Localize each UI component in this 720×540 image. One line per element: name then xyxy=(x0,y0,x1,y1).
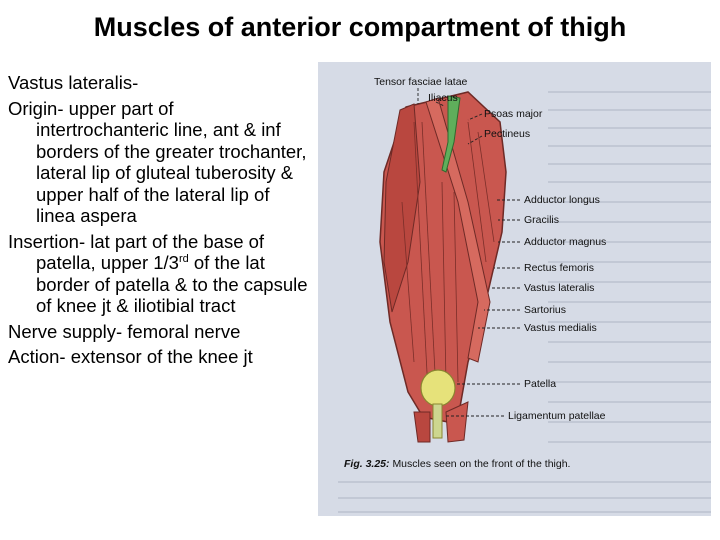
label-adductor-longus: Adductor longus xyxy=(524,194,600,206)
action-text: Action- extensor of the knee jt xyxy=(8,346,253,367)
label-iliacus: Iliacus xyxy=(428,92,458,104)
caption-text: Muscles seen on the front of the thigh. xyxy=(392,458,571,470)
body-text: Vastus lateralis- Origin- upper part of … xyxy=(8,72,308,372)
label-patella: Patella xyxy=(524,378,557,390)
label-vastus-medialis: Vastus medialis xyxy=(524,322,597,334)
figure-caption: Fig. 3.25: Muscles seen on the front of … xyxy=(344,458,570,470)
label-tensor-fasciae-latae: Tensor fasciae latae xyxy=(374,76,468,88)
label-adductor-magnus: Adductor magnus xyxy=(524,236,607,248)
label-gracilis: Gracilis xyxy=(524,214,560,226)
nerve-supply-text: Nerve supply- femoral nerve xyxy=(8,320,241,342)
insertion-part-2: of the lat border of patella & to the ca… xyxy=(36,252,308,316)
insertion-superscript: rd xyxy=(178,252,189,265)
caption-number: Fig. 3.25: xyxy=(344,458,390,470)
insertion-text: Insertion- lat part of the base of patel… xyxy=(8,231,308,317)
label-pectineus: Pectineus xyxy=(484,128,531,140)
thigh-muscle-illustration xyxy=(338,88,711,513)
label-vastus-lateralis: Vastus lateralis xyxy=(524,282,595,294)
label-psoas-major: Psoas major xyxy=(484,108,543,120)
heading-vastus-lateralis: Vastus lateralis- xyxy=(8,72,139,93)
label-sartorius: Sartorius xyxy=(524,304,567,316)
thigh-muscle-figure: Tensor fasciae latae Iliacus Psoas major… xyxy=(318,62,711,516)
origin-text: Origin- upper part of intertrochanteric … xyxy=(8,97,307,227)
slide-title: Muscles of anterior compartment of thigh xyxy=(93,12,627,42)
insertion-part-1: Insertion- lat part of the base of patel… xyxy=(8,230,265,274)
label-ligamentum-patellae: Ligamentum patellae xyxy=(508,410,606,422)
label-rectus-femoris: Rectus femoris xyxy=(524,262,595,274)
